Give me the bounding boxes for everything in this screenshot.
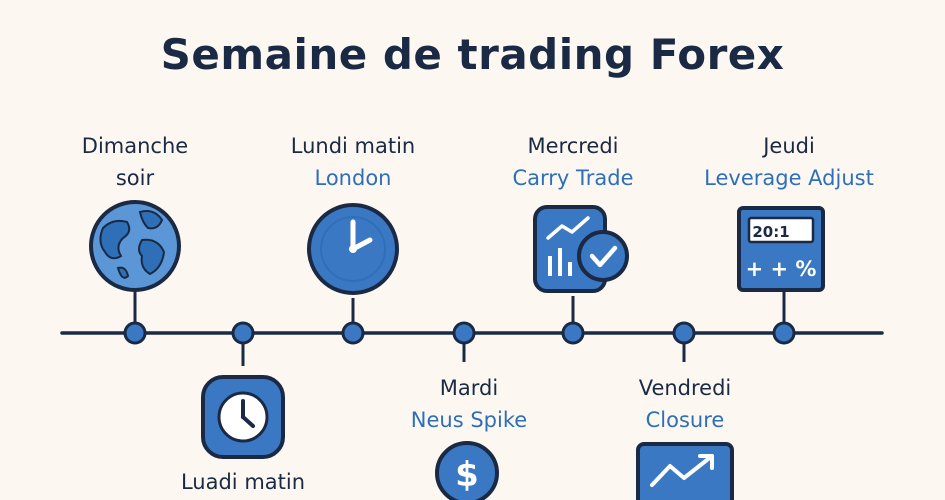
clock-icon [307,203,399,295]
event-title-lundi-london: Lundi matin [290,134,416,158]
dollar-icon: $ [435,441,499,500]
event-subtitle-mardi: Neus Spike [410,408,528,432]
clock-icon [201,375,285,459]
calculator-symbols: + + % [746,257,817,281]
event-title-dimanche-line2: soir [115,166,155,190]
event-subtitle-jeudi: Leverage Adjust [704,166,874,190]
event-label-mercredi: Mercredi Carry Trade [463,130,683,194]
event-label-jeudi: Jeudi Leverage Adjust [679,130,899,194]
event-title-mardi: Mardi [439,376,499,400]
timeline-node-dimanche [123,321,147,345]
timeline-node-vendredi [672,321,696,345]
diagram-title: Semaine de trading Forex [160,30,785,79]
chart-up-icon [636,442,734,500]
timeline-node-mardi [452,321,476,345]
timeline-node-mercredi [561,321,585,345]
timeline-node-lundi-london [341,321,365,345]
globe-icon [89,200,181,292]
timeline-node-luadi [231,321,255,345]
event-subtitle-lundi-london: London [314,166,392,190]
event-label-dimanche: Dimanche soir [25,130,245,194]
event-label-lundi-london: Lundi matin London [243,130,463,194]
svg-text:$: $ [455,455,479,495]
event-subtitle-vendredi: Closure [645,408,725,432]
event-label-vendredi: Vendredi Closure [575,372,795,436]
event-title-mercredi: Mercredi [527,134,619,158]
chart-check-icon [533,205,629,293]
event-title-vendredi: Vendredi [638,376,732,400]
event-subtitle-mercredi: Carry Trade [512,166,634,190]
event-label-mardi: Mardi Neus Spike [359,372,579,436]
calculator-display-text: 20:1 [752,223,789,241]
calculator-icon: 20:1 + + % [737,206,825,292]
timeline-node-jeudi [772,321,796,345]
event-title-luadi: Luadi matin [180,470,306,494]
event-title-dimanche: Dimanche [81,134,189,158]
event-label-luadi: Luadi matin [133,466,353,498]
event-title-jeudi: Jeudi [763,134,815,158]
